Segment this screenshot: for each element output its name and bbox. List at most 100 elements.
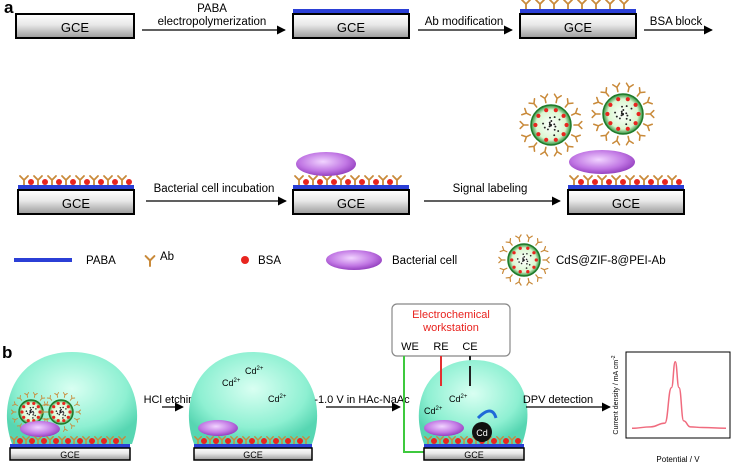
bsa-dot xyxy=(38,410,42,414)
bsa-dot xyxy=(532,265,536,269)
step-paba-line1: PABA xyxy=(197,3,227,15)
cds-quantum-dot xyxy=(518,261,520,263)
cds-quantum-dot xyxy=(523,256,526,258)
deposition-arrow xyxy=(476,409,498,420)
cds-quantum-dot xyxy=(32,417,34,419)
cds-zif8-probe xyxy=(41,392,81,432)
bsa-dot xyxy=(303,179,309,185)
bsa-dot xyxy=(50,410,54,414)
cds-quantum-dot xyxy=(625,105,628,108)
bsa-dot xyxy=(533,122,538,128)
bsa-dot xyxy=(561,132,566,137)
cds-quantum-dot xyxy=(35,408,37,410)
antibody-icon xyxy=(542,256,550,264)
bsa-dot xyxy=(578,179,584,185)
legend-ab: Ab xyxy=(160,251,174,263)
antibody-icon xyxy=(553,146,562,157)
antibody-icon xyxy=(499,267,508,274)
cds-quantum-dot xyxy=(620,110,623,113)
antibody-icon xyxy=(528,142,538,152)
bsa-dot xyxy=(512,265,516,269)
gce-electrode-3: GCE xyxy=(519,0,637,39)
svg-text:GCE: GCE xyxy=(564,20,593,35)
bsa-dot xyxy=(510,258,514,262)
antibody-icon xyxy=(336,175,346,186)
antibody-icon xyxy=(535,274,543,282)
antibody-icon xyxy=(540,246,549,253)
antibody-icon xyxy=(392,175,402,186)
antibody-icon xyxy=(564,98,574,108)
bsa-dot xyxy=(625,97,630,102)
bsa-dot xyxy=(56,418,60,423)
antibody-icon xyxy=(496,436,504,445)
cd-ion: Cd2+ xyxy=(245,366,264,376)
gce-electrode-1: GCE xyxy=(15,13,135,39)
cd-ion: Cd2+ xyxy=(449,394,468,404)
cd-ion: Cd2+ xyxy=(424,406,443,416)
bsa-dot xyxy=(634,179,640,185)
svg-text:GCE: GCE xyxy=(62,196,91,211)
cds-quantum-dot xyxy=(60,411,62,413)
bsa-dot xyxy=(553,137,558,142)
antibody-bsa-layer xyxy=(19,175,132,186)
antibody-icon xyxy=(242,436,250,445)
bsa-dot xyxy=(89,438,95,444)
cds-quantum-dot xyxy=(28,413,31,416)
cds-quantum-dot xyxy=(550,120,553,122)
antibody-icon xyxy=(619,0,629,10)
bsa-dot xyxy=(662,179,668,185)
bsa-dot xyxy=(564,122,569,128)
bsa-dot xyxy=(491,438,497,444)
bsa-dot xyxy=(68,410,72,414)
bsa-dot xyxy=(518,270,522,274)
bsa-dot xyxy=(77,438,83,444)
antibody-icon xyxy=(563,0,573,10)
gce-electrode-2: GCE xyxy=(292,9,410,39)
legend-bsa: BSA xyxy=(258,255,281,267)
antibody-icon xyxy=(82,436,90,445)
bsa-dot xyxy=(56,179,62,185)
droplet-2: GCE Cd2+ Cd2+ Cd2+ xyxy=(188,352,318,461)
bsa-dot xyxy=(249,438,255,444)
bsa-dot xyxy=(52,415,56,419)
bsa-dot xyxy=(36,415,40,419)
bsa-dot xyxy=(52,405,56,409)
antibody-icon xyxy=(218,436,226,445)
antibody-icon xyxy=(549,0,559,10)
cds-quantum-dot xyxy=(32,412,35,414)
bsa-dot xyxy=(56,401,60,406)
antibody-icon xyxy=(278,436,286,445)
cds-quantum-dot xyxy=(553,128,556,131)
bsa-dot xyxy=(237,438,243,444)
antibody-icon xyxy=(10,436,18,445)
bsa-dot xyxy=(53,438,59,444)
cd-ion: Cd2+ xyxy=(268,394,287,404)
bacterial-cell xyxy=(296,152,356,176)
bsa-dot xyxy=(592,179,598,185)
antibody-icon xyxy=(32,392,38,398)
step-hcl-etching: HCl etching xyxy=(144,394,201,406)
cds-quantum-dot xyxy=(542,122,545,125)
cds-quantum-dot xyxy=(58,413,61,416)
antibody-icon xyxy=(75,409,81,415)
antibody-icon xyxy=(16,395,23,401)
cds-quantum-dot xyxy=(626,114,629,117)
antibody-icon xyxy=(592,96,604,105)
bsa-dot xyxy=(561,113,566,118)
antibody-icon xyxy=(46,436,54,445)
antibody-icon xyxy=(625,135,634,146)
bsa-dot xyxy=(620,179,626,185)
step-reduction: -1.0 V in HAc-NaAc xyxy=(314,394,410,406)
bsa-dot xyxy=(387,179,393,185)
bsa-dot xyxy=(213,438,219,444)
antibody-icon xyxy=(540,146,549,157)
cds-quantum-dot xyxy=(625,117,628,120)
bsa-dot xyxy=(373,179,379,185)
bsa-dot xyxy=(455,438,461,444)
step-bacterial-incubation: Bacterial cell incubation xyxy=(154,183,275,195)
bsa-dot xyxy=(536,132,541,137)
cds-quantum-dot xyxy=(529,254,532,257)
re-label: RE xyxy=(433,341,448,353)
antibody-icon xyxy=(11,409,17,415)
